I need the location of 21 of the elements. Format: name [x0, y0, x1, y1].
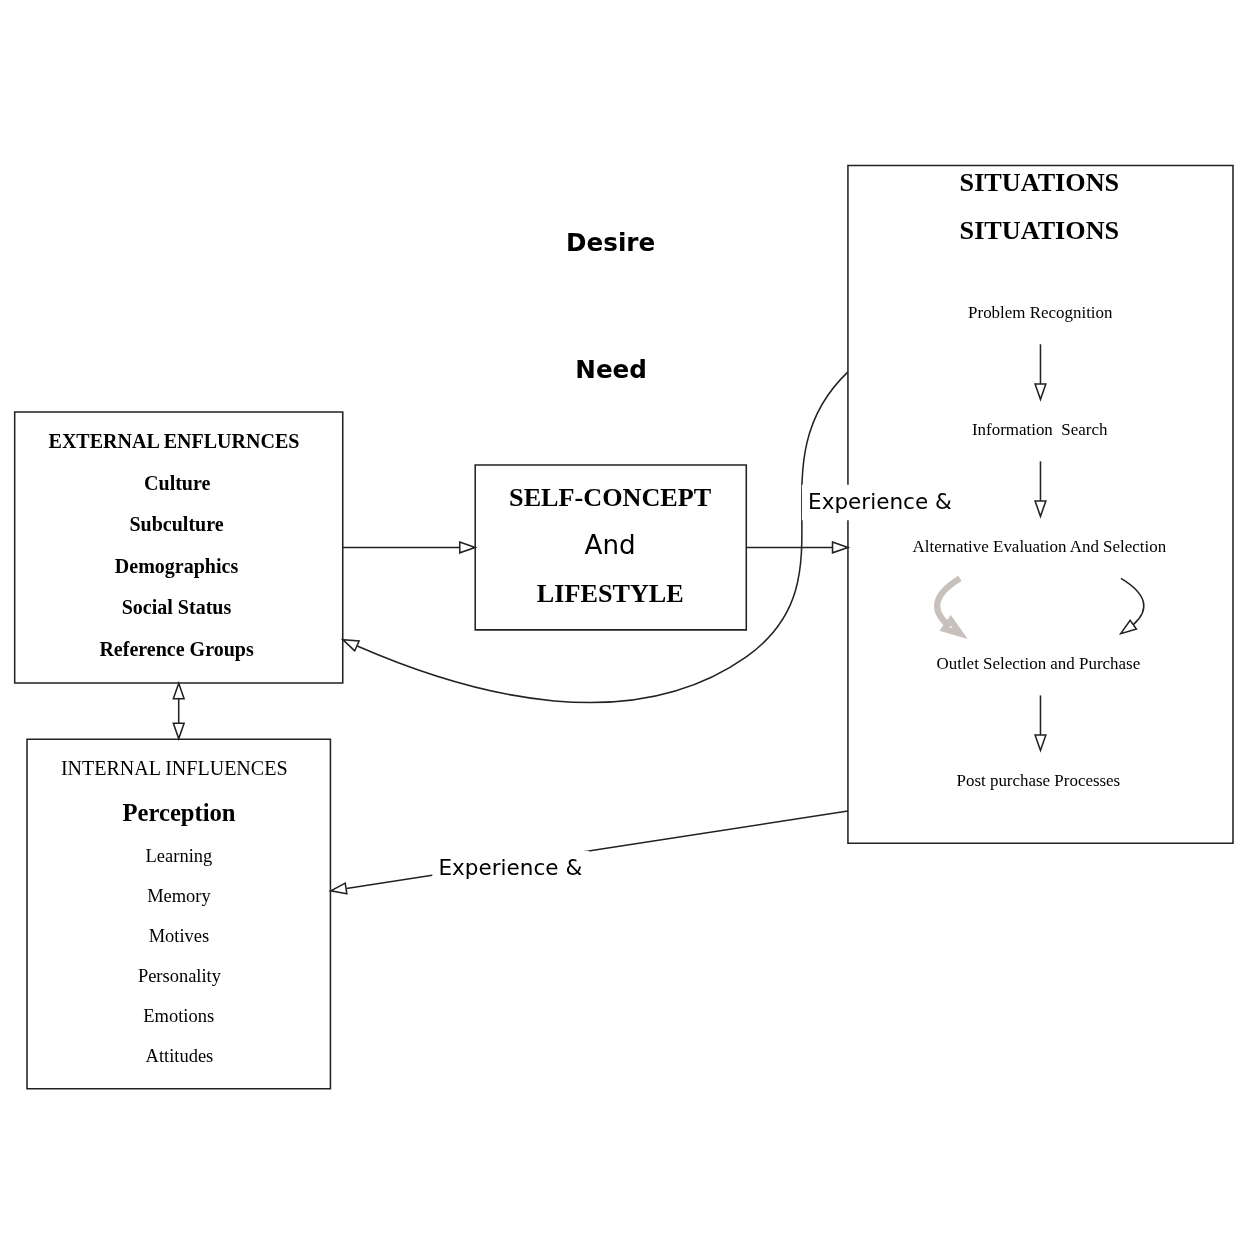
- edge-label: Experience &: [438, 854, 583, 880]
- node-text: Information Search: [971, 419, 1108, 439]
- arrow: [934, 575, 968, 639]
- node-text: Post purchase Processes: [956, 770, 1121, 790]
- label: Desire: [566, 227, 656, 257]
- node-box: INTERNAL INFLUENCES Perception Learning Memory Motives Personality Emotions Attitudes: [26, 737, 332, 1090]
- node-box: EXTERNAL ENFLURNCES Culture Subculture Demographics Social Status Reference Groups: [13, 410, 344, 684]
- label: Need: [575, 354, 647, 384]
- node-text: Outlet Selection and Purchase: [936, 653, 1141, 673]
- arrow: [172, 680, 186, 741]
- arrow: [745, 540, 851, 554]
- arrow: [1118, 577, 1145, 635]
- arrow: [1034, 694, 1047, 753]
- arrow: [1034, 460, 1047, 519]
- node-text: Alternative Evaluation And Selection: [912, 536, 1167, 556]
- arrow: [1034, 342, 1047, 402]
- node-text: Problem Recognition: [968, 302, 1113, 322]
- arrow: [340, 370, 849, 703]
- node-box: SELF-CONCEPT And LIFESTYLE: [474, 463, 748, 631]
- arrow: [342, 540, 478, 554]
- arrow: [328, 809, 849, 895]
